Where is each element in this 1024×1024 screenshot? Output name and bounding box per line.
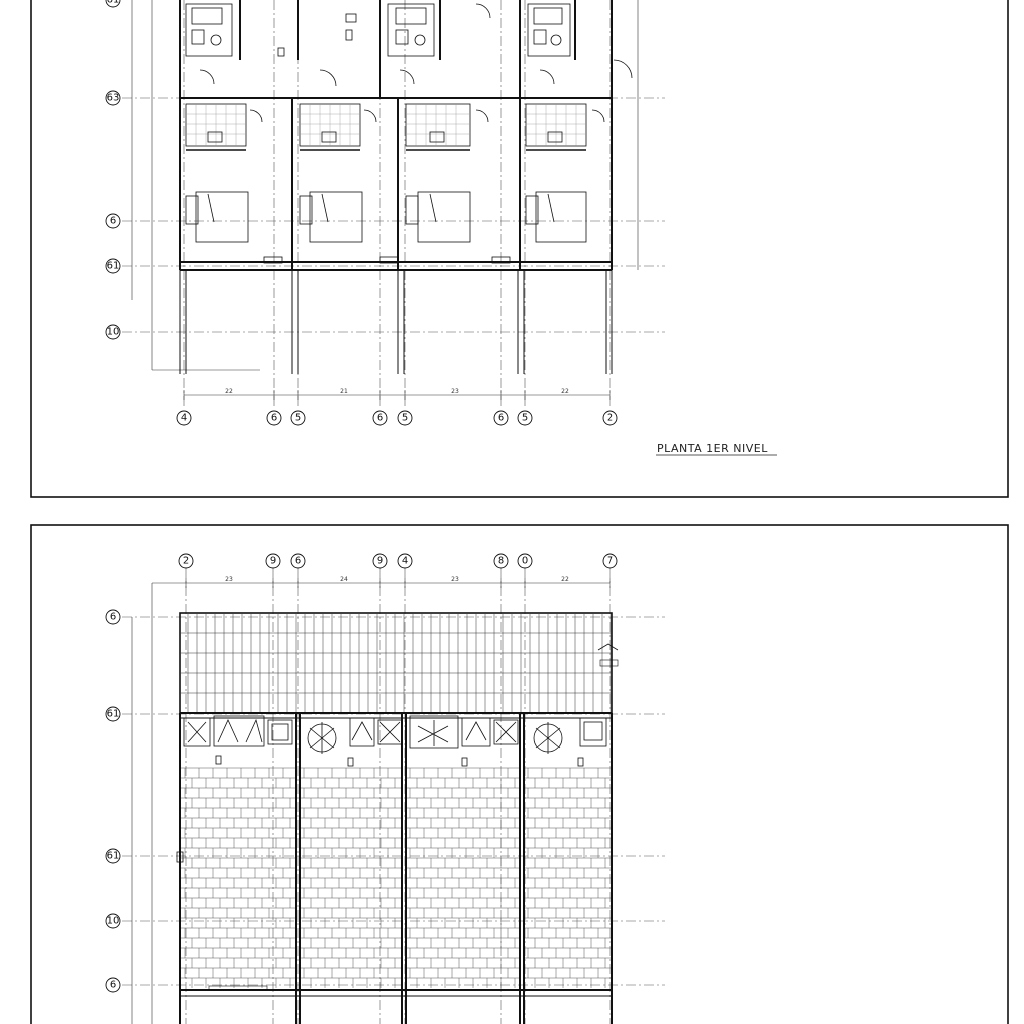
svg-text:61: 61 (107, 851, 120, 862)
top-dim-label: 22 (561, 388, 569, 395)
svg-text:5: 5 (402, 413, 408, 424)
svg-text:0: 0 (522, 556, 528, 567)
svg-text:4: 4 (402, 556, 408, 567)
svg-text:2: 2 (183, 556, 189, 567)
svg-text:10: 10 (107, 916, 120, 927)
bottom-dim-label: 24 (340, 576, 348, 583)
top-row-axis-markers: 61 63 6 61 10 (105, 0, 121, 340)
bottom-dimension-lines (131, 578, 611, 1024)
axis-marker: 9 (372, 553, 388, 569)
axis-marker: 6 (105, 213, 121, 229)
svg-text:5: 5 (295, 413, 301, 424)
vent-row (180, 712, 612, 767)
svg-text:61: 61 (107, 261, 120, 272)
axis-marker: 10 (105, 324, 121, 340)
top-upper-rooms (185, 3, 633, 87)
svg-text:6: 6 (498, 413, 504, 424)
bottom-dim-label: 23 (225, 576, 233, 583)
top-sheet-frame (30, 0, 1009, 498)
roof-tile-band (179, 612, 619, 714)
top-column-axis-markers: 4 6 5 6 5 6 5 2 (176, 410, 618, 426)
axis-marker: 5 (517, 410, 533, 426)
svg-text:6: 6 (295, 556, 301, 567)
axis-marker: 2 (602, 410, 618, 426)
top-sheet: 22 21 23 22 (30, 0, 1009, 498)
svg-text:4: 4 (181, 413, 187, 424)
bottom-grid-lines (122, 568, 665, 1024)
svg-text:10: 10 (107, 327, 120, 338)
svg-text:61: 61 (107, 709, 120, 720)
axis-marker: 0 (517, 553, 533, 569)
bottom-sheet-frame (30, 524, 1009, 1024)
axis-marker: 63 (105, 90, 121, 106)
bottom-sheet: 23 24 23 22 (30, 524, 1009, 1024)
brick-roof (176, 713, 613, 1024)
axis-marker: 6 (493, 410, 509, 426)
svg-text:8: 8 (498, 556, 504, 567)
top-dimension-labels: 22 21 23 22 (225, 388, 569, 395)
svg-text:6: 6 (110, 216, 116, 227)
axis-marker: 9 (265, 553, 281, 569)
svg-text:7: 7 (607, 556, 613, 567)
svg-text:6: 6 (110, 980, 116, 991)
axis-marker: 6 (266, 410, 282, 426)
svg-text:61: 61 (107, 0, 120, 6)
axis-marker: 6 (105, 977, 121, 993)
bottom-dim-label: 23 (451, 576, 459, 583)
top-dimension-lines (131, 0, 639, 400)
svg-text:5: 5 (522, 413, 528, 424)
top-bedroom-units (185, 103, 605, 264)
axis-marker: 6 (372, 410, 388, 426)
axis-marker: 6 (105, 609, 121, 625)
axis-marker: 4 (397, 553, 413, 569)
axis-marker: 10 (105, 913, 121, 929)
axis-marker: 5 (397, 410, 413, 426)
bottom-dim-label: 22 (561, 576, 569, 583)
bottom-dimension-labels: 23 24 23 22 (225, 576, 569, 583)
axis-marker: 61 (105, 706, 121, 722)
bottom-column-axis-markers: 2 9 6 9 4 8 0 7 (178, 553, 618, 569)
axis-marker: 61 (105, 848, 121, 864)
svg-text:6: 6 (110, 612, 116, 623)
svg-text:9: 9 (377, 556, 383, 567)
top-grid-lines (122, 0, 665, 408)
top-columns (179, 270, 613, 374)
svg-text:63: 63 (107, 93, 120, 104)
axis-marker: 7 (602, 553, 618, 569)
svg-text:6: 6 (271, 413, 277, 424)
top-dim-label: 22 (225, 388, 233, 395)
axis-marker: 5 (290, 410, 306, 426)
axis-marker: 2 (178, 553, 194, 569)
top-dim-label: 21 (340, 388, 348, 395)
axis-marker: 4 (176, 410, 192, 426)
axis-marker: 8 (493, 553, 509, 569)
axis-marker: 61 (105, 258, 121, 274)
top-dim-label: 23 (451, 388, 459, 395)
svg-text:9: 9 (270, 556, 276, 567)
axis-marker: 61 (105, 0, 121, 8)
bottom-row-axis-markers: 6 61 61 10 6 (105, 609, 121, 993)
svg-text:2: 2 (607, 413, 613, 424)
svg-text:6: 6 (377, 413, 383, 424)
top-walls (179, 0, 613, 271)
axis-marker: 6 (290, 553, 306, 569)
sheet-title: PLANTA 1ER NIVEL (657, 442, 768, 455)
